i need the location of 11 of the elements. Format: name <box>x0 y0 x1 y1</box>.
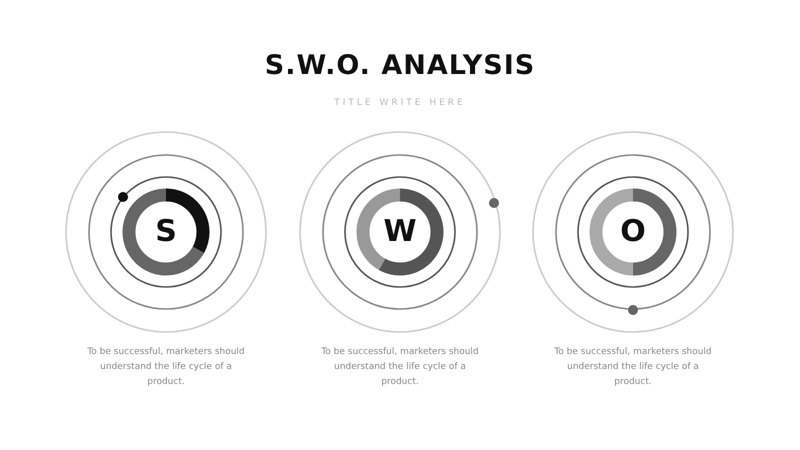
subtitle: TITLE WRITE HERE <box>334 98 466 108</box>
letter-label: W <box>382 213 418 251</box>
donut-ring <box>121 187 211 277</box>
letter-label: S <box>154 213 178 251</box>
description-text: To be successful, marketers should understand the life cycle of a product. <box>320 346 480 389</box>
donut-ring <box>588 187 678 277</box>
letter-label: O <box>619 213 647 251</box>
description-text: To be successful, marketers should understand the life cycle of a product. <box>553 346 713 389</box>
donut-ring <box>355 187 445 277</box>
slide-title: S.W.O. ANALYSIS <box>264 50 536 81</box>
description-text: To be successful, marketers should understand the life cycle of a product. <box>86 346 246 389</box>
